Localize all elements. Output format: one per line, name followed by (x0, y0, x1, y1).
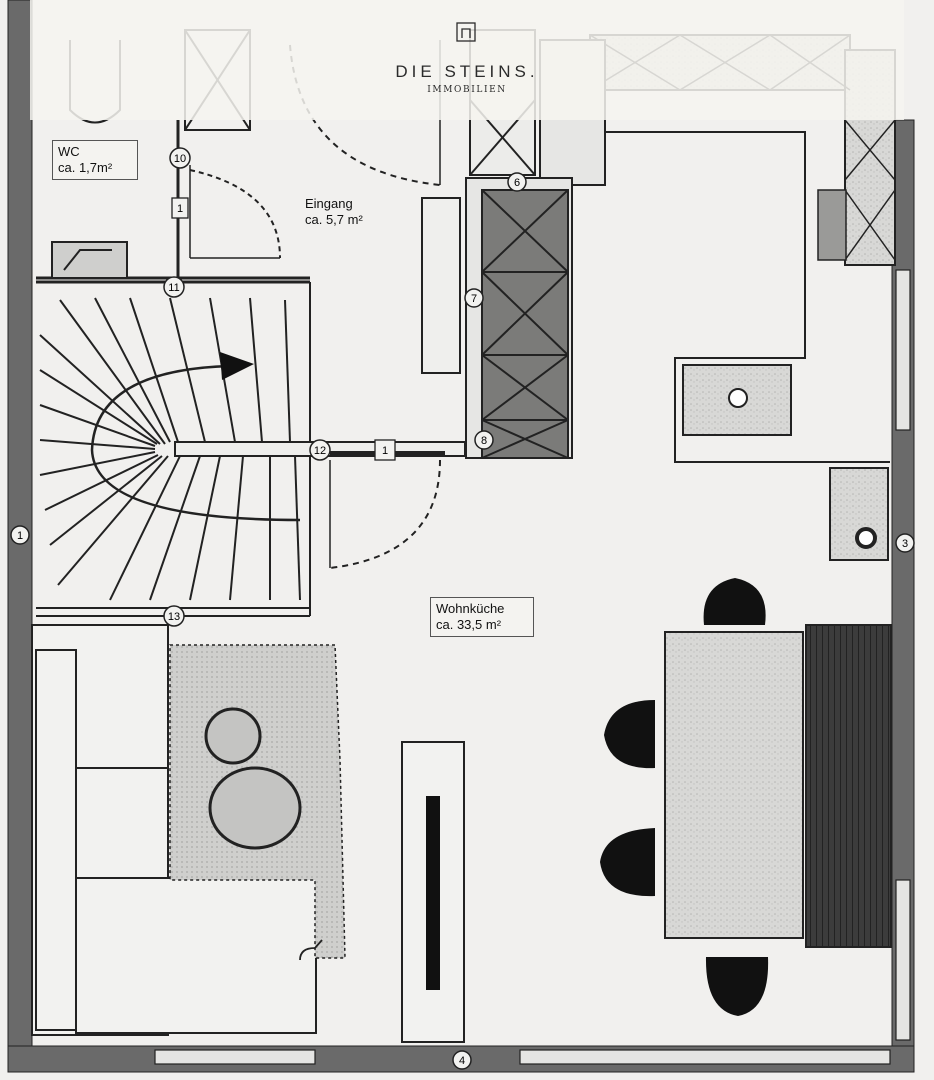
house-logo-icon (456, 22, 476, 42)
washbasin (51, 241, 128, 279)
marker-8: 8 (474, 430, 494, 450)
room-name: Wohnküche (436, 601, 505, 616)
side-tables (204, 707, 302, 850)
room-label-wohnkueche: Wohnküche ca. 33,5 m² (430, 597, 534, 637)
windows (154, 269, 911, 1065)
dining-table (664, 631, 804, 939)
room-label-eingang: Eingang ca. 5,7 m² (300, 193, 390, 231)
svg-text:7: 7 (471, 293, 477, 305)
marker-11: 11 (163, 276, 185, 298)
room-area: ca. 33,5 m² (436, 617, 502, 632)
svg-text:1: 1 (177, 203, 183, 215)
wardrobe (465, 177, 573, 459)
brand-banner (30, 0, 904, 120)
door-tags: 1 1 (171, 197, 396, 461)
svg-text:12: 12 (314, 445, 326, 457)
marker-1: 1 (10, 525, 30, 545)
staircase (36, 282, 466, 617)
sofa (31, 624, 317, 1036)
entrance-shelf (421, 197, 461, 374)
marker-6: 6 (507, 172, 527, 192)
stair-arrow-icon (220, 352, 254, 380)
marker-3: 3 (895, 533, 915, 553)
svg-text:1: 1 (17, 530, 23, 542)
room-label-wc: WC ca. 1,7m² (52, 140, 138, 180)
marker-13: 13 (163, 605, 185, 627)
svg-text:4: 4 (459, 1055, 465, 1067)
svg-text:11: 11 (168, 282, 179, 294)
svg-text:1: 1 (382, 445, 388, 457)
kitchen (605, 131, 890, 561)
svg-text:6: 6 (514, 177, 520, 189)
svg-text:8: 8 (481, 435, 487, 447)
svg-text:13: 13 (168, 611, 180, 623)
marker-7: 7 (464, 288, 484, 308)
chairs (600, 578, 769, 1016)
tv-board (401, 741, 465, 1043)
room-name: WC (58, 144, 80, 159)
svg-text:3: 3 (902, 538, 908, 550)
room-area: ca. 5,7 m² (305, 212, 363, 227)
marker-12: 12 (309, 439, 331, 461)
marker-10: 10 (169, 147, 191, 169)
brand-name: DIE STEINS. (395, 62, 539, 81)
marker-4: 4 (452, 1050, 472, 1070)
axis-markers: 1 3 4 6 7 8 10 11 12 13 (10, 147, 915, 1070)
room-area: ca. 1,7m² (58, 160, 113, 175)
room-name: Eingang (305, 196, 353, 211)
door-tag-wc: 1 (171, 197, 189, 219)
svg-text:10: 10 (174, 153, 186, 165)
tv (426, 796, 440, 990)
dining-bench (805, 624, 892, 948)
door-tag-stair: 1 (374, 439, 396, 461)
brand-subtitle: IMMOBILIEN (427, 85, 507, 95)
